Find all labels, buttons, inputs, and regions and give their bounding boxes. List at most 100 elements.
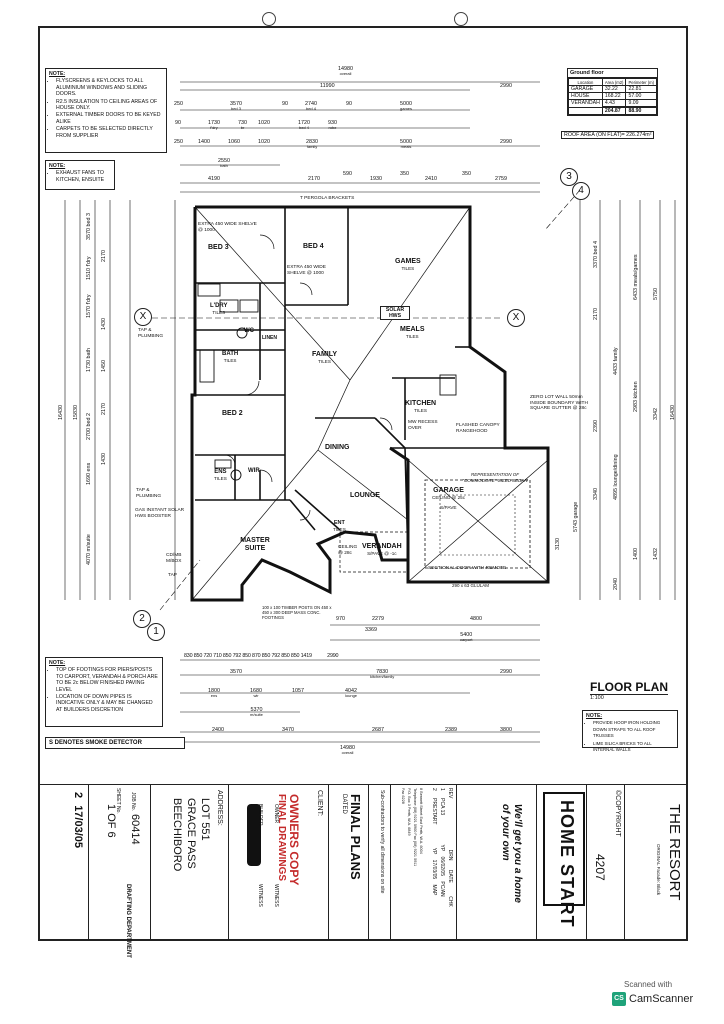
room-label: VERANDAH xyxy=(362,543,402,550)
glulam-note: 290 x 63 GLULAM xyxy=(452,583,489,589)
dim-label: bed 2 xyxy=(86,413,92,427)
room-master-suite: MASTER SUITE xyxy=(235,537,275,553)
dim-bottom-row5: 2400 xyxy=(212,727,224,733)
tb-col-brand: HOME START xyxy=(536,784,586,941)
annotation-text: MW RECESS OVER xyxy=(408,420,438,431)
room-label: LOUNGE xyxy=(350,492,380,499)
dim-value: 792 xyxy=(271,653,280,659)
tb-address-line: GRACE PASS xyxy=(185,798,197,869)
smoke-detector-legend: S DENOTES SMOKE DETECTOR xyxy=(45,737,185,749)
dim-top-row6: 2170 xyxy=(308,176,320,182)
notes-box-footings: NOTE: TOP OF FOOTINGS FOR PIERS/POSTS TO… xyxy=(45,657,163,727)
room-label: FAMILY xyxy=(312,351,338,358)
dim-value: 4895 xyxy=(613,488,619,500)
room-label: GARAGE xyxy=(433,487,464,494)
dim-value: 792 xyxy=(232,653,242,659)
dim-value: 3370 xyxy=(593,256,599,268)
dim-value: 2389 xyxy=(445,727,457,733)
tb-client-label: CLIENT: xyxy=(316,790,323,816)
tb-rev-cell: MAP xyxy=(431,884,437,896)
dim-bottom-row5: 2687 xyxy=(372,727,384,733)
area-cell: GARAGE xyxy=(568,85,603,93)
dim-value: 2170 xyxy=(101,250,107,262)
notes-heading: NOTE: xyxy=(49,71,66,77)
tb-subcontractors: Sub-contractors to verify all dimensions… xyxy=(379,790,385,893)
annotation-text: TAP xyxy=(168,573,177,578)
tb-project: THE RESORT xyxy=(666,804,683,900)
timber-posts-note: 100 x 100 TIMBER POSTS ON 450 x 450 x 30… xyxy=(262,605,334,620)
section-mark-label: 3 xyxy=(566,171,572,182)
note-item: EXHAUST FANS TO KITCHEN, ENSUITE xyxy=(56,170,111,183)
note-item: R2.5 INSULATION TO CEILING AREAS OF HOUS… xyxy=(56,99,163,112)
floor-plan-scale: 1:100 xyxy=(590,695,604,701)
section-mark-label: 4 xyxy=(578,185,584,196)
dim-label: bath xyxy=(86,348,92,359)
area-table-title: Ground floor xyxy=(568,69,658,78)
tb-rev-cell: 1 xyxy=(439,788,445,791)
notes-box-right: NOTE: PROVIDE HOOP IRON HOLDING DOWN STR… xyxy=(582,710,678,752)
dim-value: 970 xyxy=(336,616,345,622)
dim-value: 850 xyxy=(281,653,290,659)
dim-label: bath xyxy=(220,163,228,168)
tb-col-address: ADDRESS: LOT 551 GRACE PASS BEECHIBORO xyxy=(150,784,228,941)
roof-area-text: ROOF AREA (ON FLAT)= 226.274m² xyxy=(564,132,652,138)
dim-value: 4042 xyxy=(345,688,357,694)
dim-value: 3570 xyxy=(230,669,242,675)
dim-value: 2990 xyxy=(500,669,512,675)
dim-left: 2170 xyxy=(101,250,107,262)
dim-label: bed 3 xyxy=(86,213,92,227)
dim-overall-top: 14980 overall xyxy=(338,66,353,76)
annotation-text: S/PAVE xyxy=(440,506,457,511)
dim-value: 2990 xyxy=(327,653,339,659)
dim-value: 3340 xyxy=(593,488,599,500)
tb-rev-cell: PCA 13 xyxy=(439,798,445,816)
area-cell: 22.81 xyxy=(625,85,658,93)
room-label: WC xyxy=(244,328,254,334)
tb-tagline: We'll get you a home of your own xyxy=(499,804,523,914)
tb-brand-text: HOME START xyxy=(557,800,577,928)
dim-label: family xyxy=(306,144,318,149)
dim-value: 870 xyxy=(252,653,261,659)
tb-job-label: JOB No. xyxy=(130,792,136,811)
dim-value: 5750 xyxy=(653,288,659,300)
dim-value: 90 xyxy=(175,120,181,126)
tb-revision-row: 1 PCA 13 YP 06/02/05 PC/AN xyxy=(439,788,445,897)
tb-revision-headers: REV DRN DATE CHK xyxy=(447,788,453,907)
room-label: L'DRY xyxy=(210,303,228,309)
dim-value: 350 xyxy=(400,171,409,177)
dim-label: meals xyxy=(400,144,412,149)
camscanner-watermark: Scanned with CS CamScanner xyxy=(612,980,712,1014)
note-item: PROVIDE HOOP IRON HOLDING DOWN STRAPS TO… xyxy=(593,720,674,739)
room-label: BATH xyxy=(222,351,239,357)
section-mark-label: X xyxy=(512,312,520,323)
dim-top-row4: 2990 xyxy=(500,139,512,145)
tb-witness-1: WITNESS xyxy=(273,884,279,907)
dim-label: kitchen/family xyxy=(370,674,395,679)
table-row: GARAGE 32.22 22.81 xyxy=(568,85,658,93)
tb-rev-cell: PRESTART xyxy=(431,798,437,825)
shelve-note-2: EXTRA 450 WIDE SHELVE @ 1000 xyxy=(287,265,342,276)
annotation-text: ZERO LOT WALL 50mm INSIDE BOUNDARY WITH … xyxy=(530,395,588,412)
dim-label: bed 4 xyxy=(305,106,316,111)
exterior-walls xyxy=(190,205,550,602)
tb-copyright-text: ©COPYRIGHT xyxy=(614,790,621,837)
binder-hole-right xyxy=(454,12,468,26)
tb-address-line: LOT 551 xyxy=(199,798,211,841)
tb-office-4: Fax 6228 xyxy=(401,788,405,804)
note-item: FLYSCREENS & KEYLOCKS TO ALL ALUMINIUM W… xyxy=(56,78,163,97)
dim-top-small: 90 xyxy=(346,101,352,107)
dim-value: 2759 xyxy=(495,176,507,182)
